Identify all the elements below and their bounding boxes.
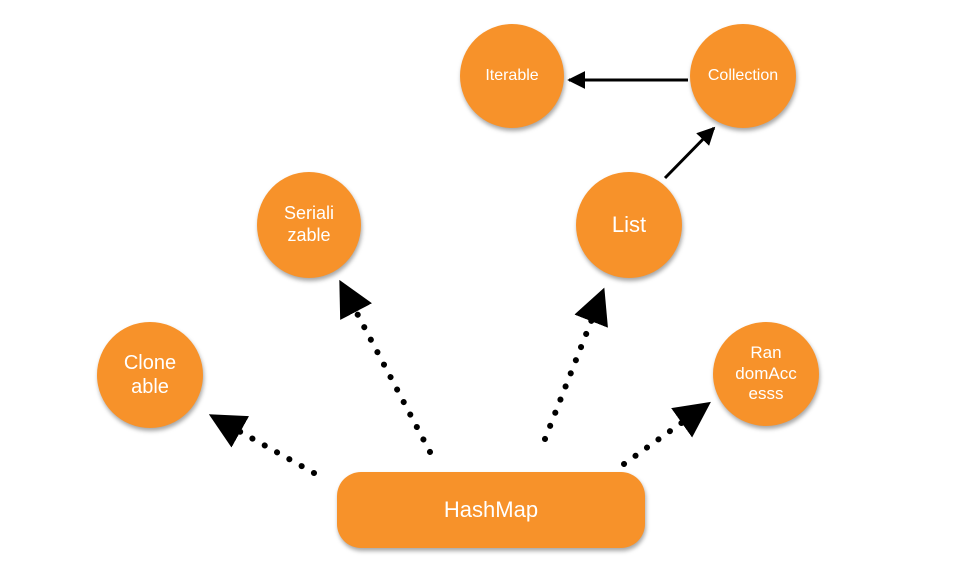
edge-hashmap-to-serializable	[338, 279, 433, 455]
node-list: List	[576, 172, 682, 278]
node-list-label: List	[611, 211, 647, 237]
node-randomaccess-label-line-2: domAcc	[735, 363, 797, 383]
node-collection: Collection	[690, 24, 796, 128]
node-iterable: Iterable	[460, 24, 564, 128]
node-serializable-label-line-1: Seriali	[283, 203, 335, 224]
edge-hashmap-to-list	[542, 287, 608, 442]
node-cloneable-label-line-1: Clone	[123, 352, 177, 374]
node-randomaccess: Ran domAcc esss	[713, 322, 819, 426]
edge-list-to-collection	[663, 126, 716, 180]
edge-hashmap-to-cloneable	[208, 413, 317, 476]
node-collection-label: Collection	[707, 67, 779, 85]
node-randomaccess-label-line-1: Ran	[750, 343, 782, 363]
edge-hashmap-to-randomaccess	[621, 401, 711, 467]
node-hashmap: HashMap	[337, 472, 645, 548]
node-iterable-label: Iterable	[485, 67, 539, 85]
node-cloneable-label-line-2: able	[131, 376, 169, 398]
node-randomaccess-label-line-3: esss	[748, 384, 784, 404]
node-serializable-label-line-2: zable	[287, 225, 331, 245]
node-serializable: Seriali zable	[257, 172, 361, 278]
node-cloneable: Clone able	[97, 322, 203, 428]
node-hashmap-label: HashMap	[443, 496, 539, 522]
